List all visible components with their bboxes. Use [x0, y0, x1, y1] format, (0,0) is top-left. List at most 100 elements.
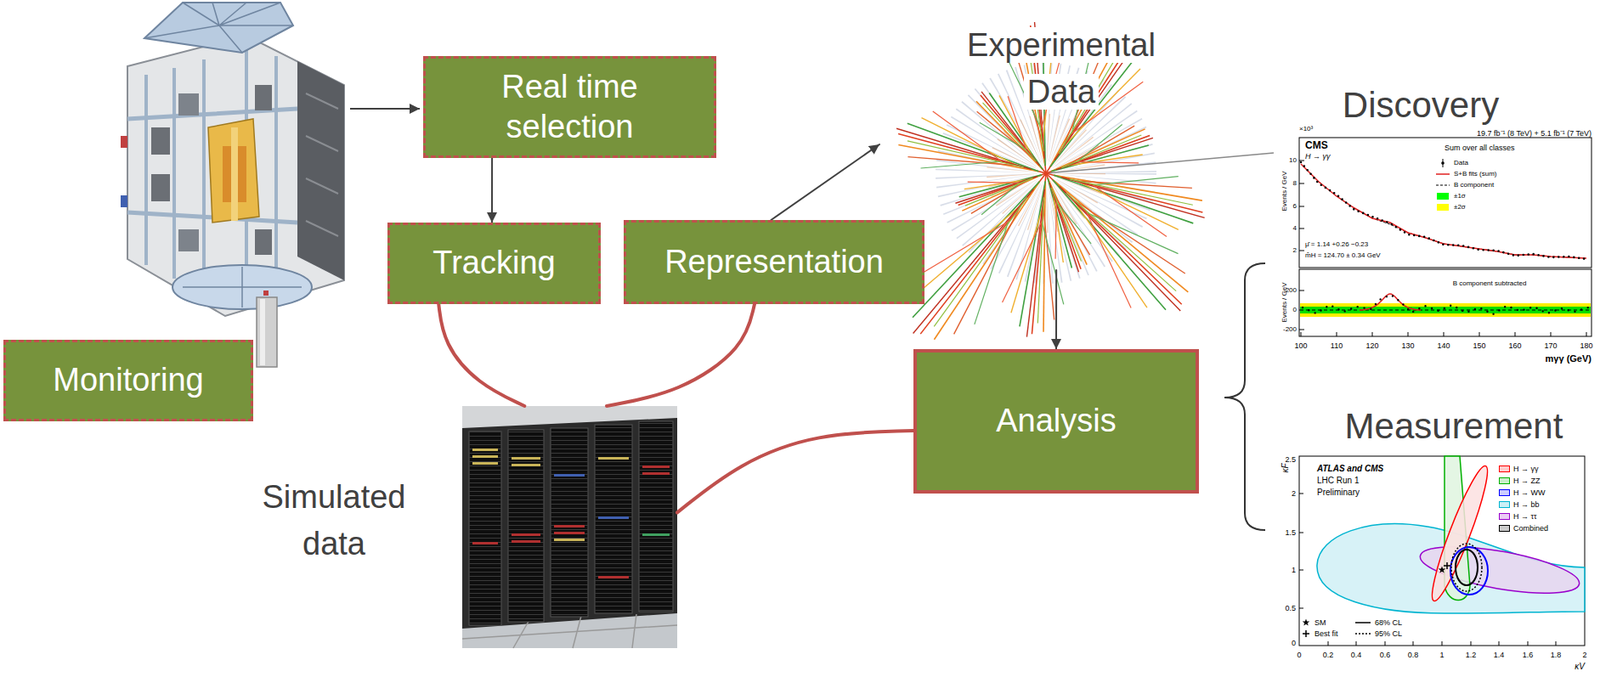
plot-text: 140: [1436, 342, 1450, 351]
plot-text: 4: [1293, 225, 1297, 232]
data-link: [677, 430, 914, 513]
detector-illustration: [256, 297, 278, 368]
heading-wrap: Simulated data: [244, 474, 424, 568]
detector-illustration: [172, 265, 312, 310]
process-box: Real time selection: [423, 56, 717, 159]
plot-text: 0: [1293, 306, 1297, 314]
server-rack-photo: [508, 429, 544, 622]
plot-text: LHC Run 1: [1317, 476, 1359, 486]
plot-text: m̂H = 124.70 ± 0.34 GeV: [1305, 252, 1381, 260]
plot-text: 0.4: [1351, 651, 1363, 660]
server-rack-photo: [462, 406, 678, 649]
plot-text: 100: [1294, 342, 1307, 351]
coupling-plot: [1451, 543, 1482, 592]
legend-text: H → ZZ: [1513, 477, 1541, 486]
plot-text: 1.4: [1493, 651, 1505, 660]
detector-illustration: [305, 93, 339, 237]
server-rack-photo: [638, 421, 673, 612]
flow-arrow: [770, 144, 880, 221]
legend-swatch: [1436, 203, 1449, 211]
plot-text: 110: [1330, 342, 1343, 351]
coupling-plot: [1424, 462, 1495, 605]
server-rack-photo: [594, 424, 633, 614]
detector-illustration: [231, 127, 238, 221]
detector-illustration: [144, 2, 294, 53]
plot-text: 170: [1543, 342, 1557, 351]
plot-text: mγγ (GeV): [1545, 354, 1592, 364]
server-rack-photo: [638, 421, 673, 612]
section-heading: Discovery: [1342, 87, 1499, 124]
plot-text: -200: [1283, 326, 1297, 334]
server-rack-photo: [472, 542, 498, 545]
plot-text: 2: [1582, 651, 1587, 660]
flow-arrow: [1055, 270, 1058, 350]
event-display: [949, 155, 1052, 222]
server-rack-photo: [642, 472, 670, 475]
server-rack-photo: [550, 428, 588, 617]
plot-text: 1.2: [1465, 651, 1477, 660]
legend-text: Combined: [1513, 525, 1549, 533]
plot-text: CMS: [1305, 140, 1329, 151]
plot-text: κF: [1281, 463, 1290, 473]
legend-swatch: [1436, 192, 1449, 200]
plot-text: 1.8: [1550, 651, 1562, 660]
server-rack-photo: [594, 424, 633, 614]
plot-text: 6: [1293, 203, 1297, 210]
plot-text: Sum over all classes: [1444, 144, 1516, 153]
event-display: [1026, 167, 1099, 279]
plot-text: 0.5: [1284, 604, 1296, 613]
detector-illustration: [127, 108, 298, 223]
plot-text: Events / GeV: [1281, 170, 1289, 211]
process-box: Analysis: [913, 349, 1199, 494]
coupling-plot: [1443, 562, 1451, 570]
box-label: Representation: [664, 242, 884, 283]
plot-text: 0: [1291, 639, 1296, 648]
data-link: [606, 304, 755, 407]
detector-illustration: [263, 290, 269, 296]
detector-illustration: [254, 84, 272, 111]
coupling-plot: [1302, 630, 1310, 638]
cms-mass-plot: [1300, 310, 1591, 311]
server-rack-photo: [642, 465, 670, 469]
event-display-node: Experimental Data: [879, 18, 1216, 271]
legend-swatch: [1498, 525, 1510, 532]
coupling-plot: [1302, 619, 1311, 627]
section-heading: Measurement: [1345, 408, 1564, 445]
process-box: Monitoring: [3, 339, 254, 422]
server-rack-photo: [550, 428, 588, 617]
coupling-plot: [1299, 456, 1585, 646]
server-rack-photo: [462, 406, 678, 649]
legend-text: H → γγ: [1513, 465, 1539, 474]
box-label: Monitoring: [52, 360, 204, 402]
detector-illustration: [151, 127, 170, 155]
server-rack-photo: [598, 576, 629, 579]
figure-heading: Simulated data: [262, 479, 407, 562]
server-rack-photo: [511, 463, 541, 467]
plot-text: 1: [1439, 651, 1444, 660]
detector-illustration: [120, 195, 128, 208]
server-rack-photo: [511, 457, 541, 460]
cms-mass-plot: [1359, 293, 1421, 311]
legend-text: SM: [1314, 619, 1327, 628]
detector-illustration: [144, 2, 294, 53]
event-display: [1039, 116, 1160, 195]
plot-text: 160: [1508, 342, 1521, 351]
legend-swatch: [1498, 477, 1510, 485]
plot-text: 180: [1579, 342, 1593, 351]
plot-text: B component subtracted: [1453, 280, 1527, 288]
server-rack-photo: [554, 538, 585, 542]
plot-text: 1.5: [1284, 529, 1296, 538]
detector-illustration: [120, 2, 345, 368]
cms-mass-plot: [1300, 306, 1591, 314]
plot-text: 2.5: [1284, 456, 1296, 464]
legend-text: H → WW: [1513, 489, 1546, 498]
coupling-plot: [1438, 566, 1447, 574]
event-display: [885, 19, 1274, 361]
box-label: Analysis: [995, 401, 1117, 442]
server-rack-photo: [511, 533, 541, 537]
flow-arrow: [491, 158, 493, 223]
plot-text: 130: [1401, 342, 1414, 351]
detector-illustration: [127, 35, 345, 317]
coupling-plot: [1299, 456, 1585, 646]
